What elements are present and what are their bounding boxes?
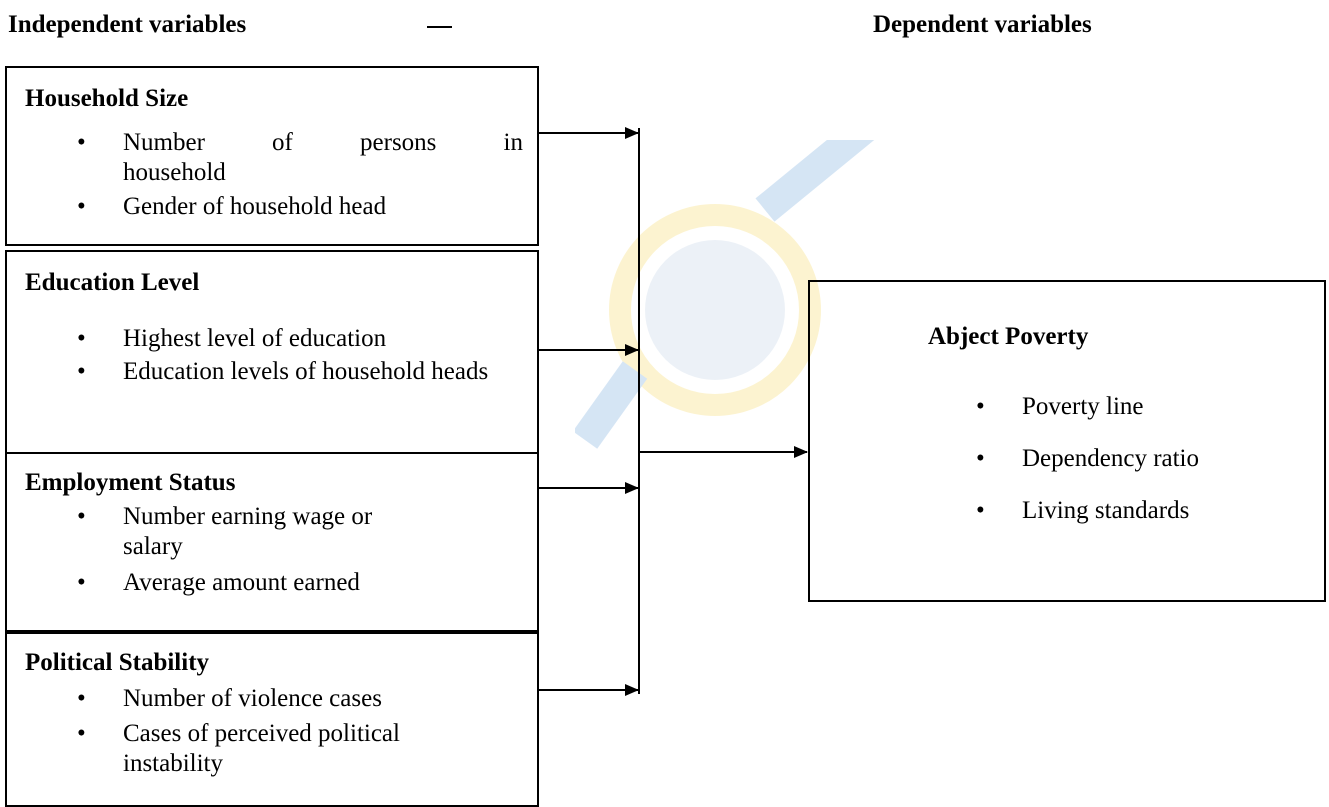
university-watermark — [575, 140, 875, 449]
political-stability-item-text: Cases of perceived political instability — [123, 720, 400, 777]
household-size-item: Number of persons in household — [77, 128, 523, 188]
education-level-item-text: Highest level of education — [123, 325, 387, 352]
political-stability-item-text: Number of violence cases — [123, 685, 382, 712]
abject-poverty-item-text: Dependency ratio — [1022, 445, 1200, 472]
abject-poverty-box: Abject Poverty Poverty line Dependency r… — [808, 280, 1326, 602]
independent-variables-heading: Independent variables — [8, 11, 247, 38]
political-stability-list: Number of violence cases Cases of percei… — [77, 684, 523, 779]
abject-poverty-item: Living standards — [976, 496, 1312, 526]
abject-poverty-list: Poverty line Dependency ratio Living sta… — [976, 392, 1312, 526]
education-level-item: Highest level of education — [77, 324, 523, 354]
household-size-list: Number of persons in household Gender of… — [77, 128, 523, 222]
heading-dash — [427, 26, 452, 28]
political-stability-title: Political Stability — [25, 649, 210, 676]
education-level-title: Education Level — [25, 269, 200, 296]
employment-status-item: Average amount earned — [77, 568, 523, 598]
household-size-box: Household Size Number of persons in hous… — [5, 66, 539, 246]
household-size-item: Gender of household head — [77, 192, 523, 222]
political-stability-item: Cases of perceived political instability — [77, 719, 443, 779]
employment-status-item-text: Number earning wage or salary — [123, 503, 373, 560]
employment-status-list: Number earning wage or salary Average am… — [77, 502, 523, 598]
household-size-item-text: Number of persons in household — [123, 129, 523, 186]
employment-status-item-text: Average amount earned — [123, 569, 360, 596]
abject-poverty-item-text: Poverty line — [1022, 393, 1144, 420]
abject-poverty-title: Abject Poverty — [928, 323, 1089, 350]
political-stability-item: Number of violence cases — [77, 684, 523, 714]
political-stability-box: Political Stability Number of violence c… — [5, 632, 539, 807]
household-size-title: Household Size — [25, 85, 189, 112]
household-size-item-text: Gender of household head — [123, 193, 387, 220]
abject-poverty-item-text: Living standards — [1022, 497, 1190, 524]
employment-status-box: Employment Status Number earning wage or… — [5, 452, 539, 632]
education-level-item-text: Education levels of household heads — [123, 358, 489, 385]
abject-poverty-item: Poverty line — [976, 392, 1312, 422]
abject-poverty-item: Dependency ratio — [976, 444, 1312, 474]
education-level-item: Education levels of household heads — [77, 357, 523, 387]
education-level-list: Highest level of education Education lev… — [77, 324, 523, 387]
dependent-variables-heading: Dependent variables — [873, 11, 1092, 38]
employment-status-title: Employment Status — [25, 469, 236, 496]
employment-status-item: Number earning wage or salary — [77, 502, 423, 562]
